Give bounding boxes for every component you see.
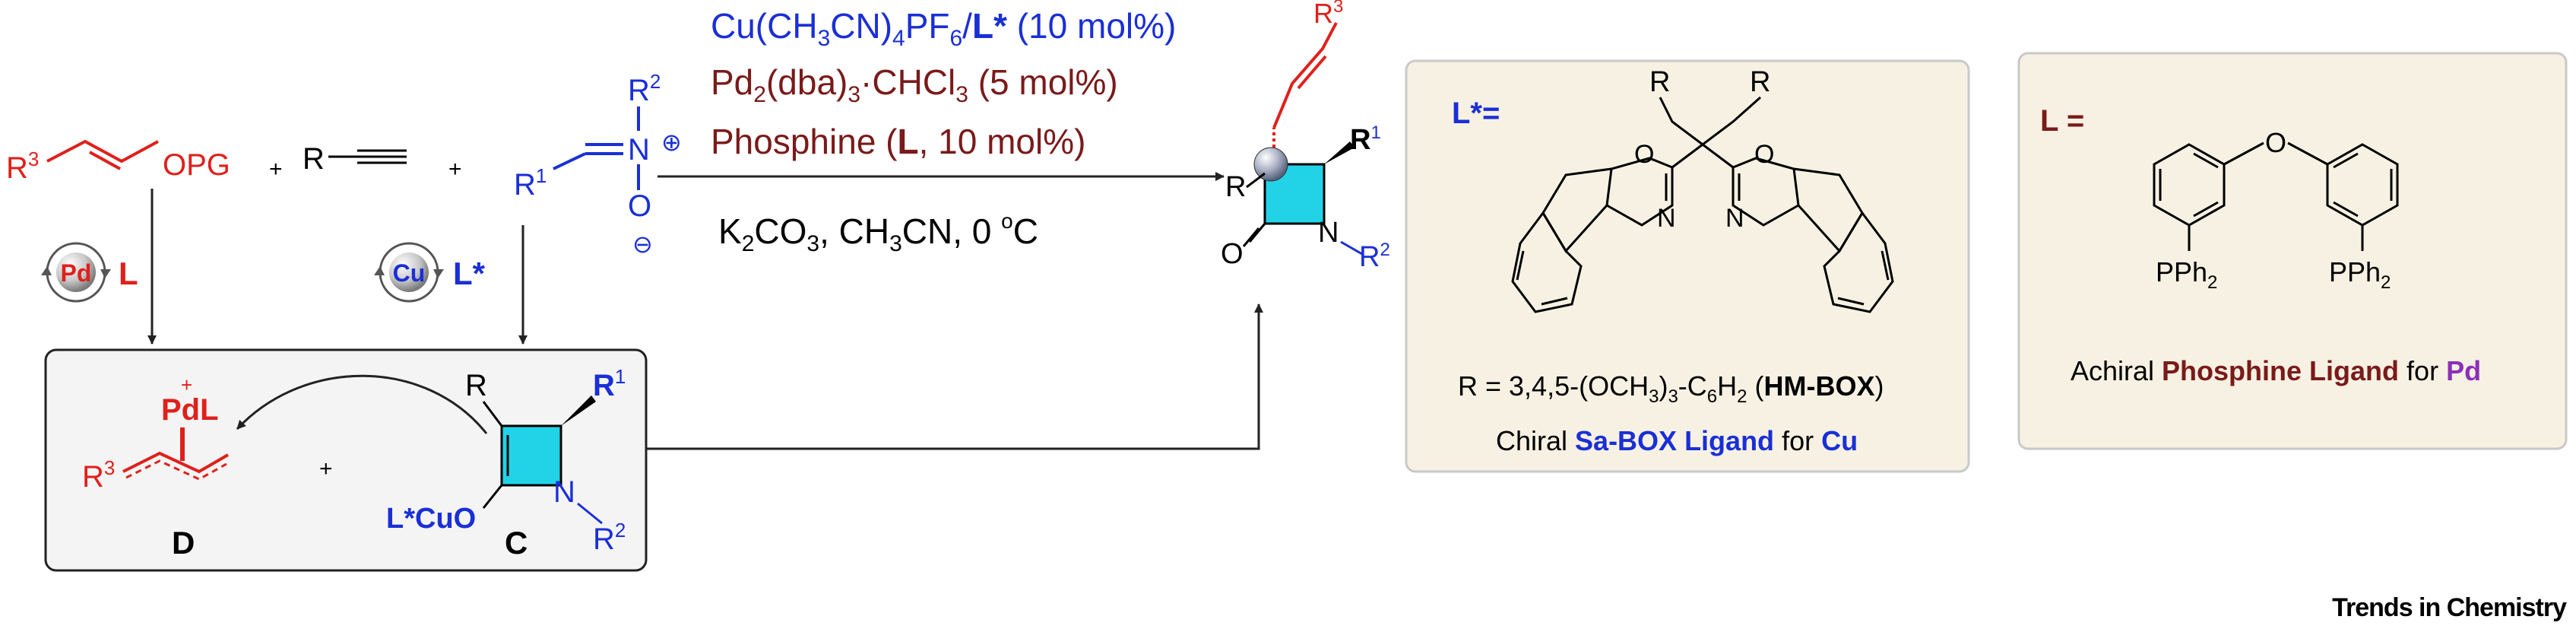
svg-text:+: +	[319, 456, 333, 481]
phosphine-caption: Achiral Phosphine Ligand for Pd	[2071, 355, 2481, 386]
reactant-alkyne: R +	[303, 142, 462, 182]
svg-text:R2: R2	[1359, 240, 1390, 273]
svg-text:PdL: PdL	[161, 393, 219, 427]
svg-text:PPh2: PPh2	[2329, 256, 2391, 293]
svg-text:R2: R2	[628, 70, 661, 107]
reactant-nitrone: R1 N R2 ⊕ O ⊖	[514, 70, 682, 258]
svg-text:+: +	[269, 157, 283, 182]
svg-text:N: N	[1657, 204, 1676, 233]
svg-text:L: L	[119, 256, 138, 291]
journal-brand: Trends in Chemistry	[2332, 593, 2567, 622]
svg-text:R1: R1	[1350, 122, 1381, 156]
svg-text:R: R	[303, 142, 325, 176]
cu-catalyst: Cu L*	[374, 242, 486, 303]
svg-text:R3: R3	[1313, 0, 1343, 29]
condition-phosphine: Phosphine (L, 10 mol%)	[711, 122, 1085, 161]
svg-text:R1: R1	[514, 164, 547, 202]
product: R3 R R1 O N R2	[1221, 0, 1390, 273]
stereocenter-sphere	[1253, 147, 1288, 182]
beta-lactam-ring	[1263, 163, 1326, 225]
svg-text:R: R	[1750, 66, 1770, 98]
svg-text:L*=: L*=	[1452, 97, 1500, 130]
sabox-caption: Chiral Sa-BOX Ligand for Cu	[1496, 425, 1858, 456]
svg-text:C: C	[505, 525, 528, 561]
condition-cu: Cu(CH3CN)4PF6/L* (10 mol%)	[711, 6, 1176, 51]
svg-text:N: N	[1725, 204, 1744, 233]
svg-text:R: R	[1225, 171, 1246, 203]
svg-text:OPG: OPG	[163, 148, 230, 182]
pd-catalyst: Pd L	[41, 242, 138, 303]
svg-text:R3: R3	[82, 456, 115, 494]
condition-pd: Pd2(dba)3·CHCl3 (5 mol%)	[711, 62, 1118, 107]
svg-text:R1: R1	[593, 365, 626, 402]
condition-base: K2CO3, CH3CN, 0 oC	[718, 209, 1038, 256]
svg-text:PPh2: PPh2	[2156, 256, 2217, 293]
svg-text:N: N	[553, 475, 575, 509]
svg-text:⊖: ⊖	[632, 230, 653, 258]
svg-text:D: D	[172, 525, 195, 561]
box-to-product-arrow	[646, 303, 1263, 450]
svg-text:O: O	[2265, 127, 2286, 158]
transfer-arrow	[236, 374, 488, 434]
svg-text:R: R	[1649, 66, 1670, 98]
r-definition: R = 3,4,5-(OCH3)3-C6H2 (HM-BOX)	[1458, 370, 1884, 407]
svg-text:O: O	[1754, 140, 1774, 169]
svg-text:N: N	[1318, 217, 1339, 249]
reactant-allyl: R3 OPG +	[6, 139, 283, 185]
svg-text:O: O	[628, 189, 651, 223]
svg-text:⊕: ⊕	[661, 129, 682, 156]
svg-text:+: +	[181, 373, 192, 396]
panel-phosphine-ligand: L = O PPh2 PPh2 Achiral Phosphine Ligand…	[2017, 52, 2568, 450]
svg-text:+: +	[448, 157, 462, 182]
pd-sphere	[56, 253, 96, 292]
svg-text:R2: R2	[593, 519, 626, 556]
svg-text:R: R	[465, 369, 487, 402]
cu-sphere	[389, 253, 429, 292]
svg-text:O: O	[1221, 238, 1244, 270]
svg-text:L =: L =	[2040, 104, 2084, 138]
panel-sabox-ligand: L*= R R O N O N R = 3,4,5-(OCH3)3-C6H2 (…	[1405, 59, 1970, 473]
intermediates-box: + PdL R3 D + R R1 L*CuO N R2 C	[44, 348, 648, 572]
svg-text:R3: R3	[6, 148, 39, 185]
svg-text:L*CuO: L*CuO	[386, 503, 476, 535]
svg-text:Pd: Pd	[61, 259, 92, 287]
svg-text:N: N	[628, 133, 650, 167]
svg-text:O: O	[1634, 140, 1654, 169]
conditions: Cu(CH3CN)4PF6/L* (10 mol%) Pd2(dba)3·CHC…	[711, 6, 1176, 256]
svg-text:L*: L*	[453, 256, 486, 291]
svg-text:Cu: Cu	[393, 259, 426, 287]
azetidine-ring-c	[500, 424, 562, 487]
